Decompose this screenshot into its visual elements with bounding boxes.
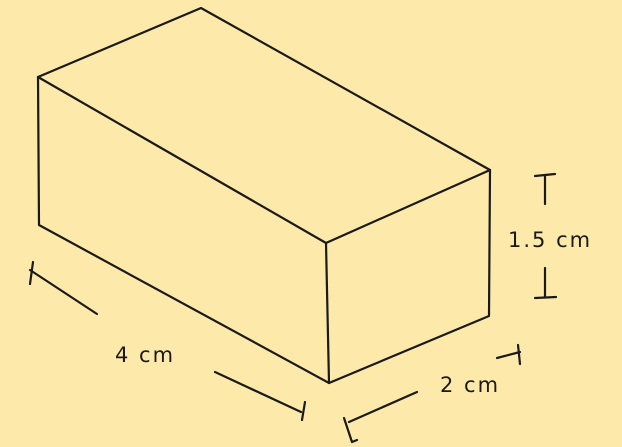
length-dimension: 4 cm <box>28 260 307 422</box>
width-start-tick <box>342 416 359 444</box>
width-dimension: 2 cm <box>342 343 522 444</box>
length-start-tick <box>28 260 35 286</box>
front-face <box>36 75 331 385</box>
height-label: 1.5 cm <box>508 228 592 252</box>
width-dimension-line-upper <box>495 350 522 360</box>
side-face <box>327 168 492 385</box>
width-end-tick <box>516 343 522 366</box>
rectangular-prism <box>36 6 492 385</box>
width-dimension-line <box>347 390 419 424</box>
length-label: 4 cm <box>115 343 175 367</box>
length-end-tick <box>300 400 307 422</box>
width-label: 2 cm <box>440 373 500 397</box>
height-bottom-tick <box>533 295 558 300</box>
length-dimension-line-right <box>213 370 303 414</box>
length-dimension-line-left <box>28 268 99 316</box>
top-face <box>36 6 492 245</box>
height-dimension: 1.5 cm <box>508 172 592 300</box>
